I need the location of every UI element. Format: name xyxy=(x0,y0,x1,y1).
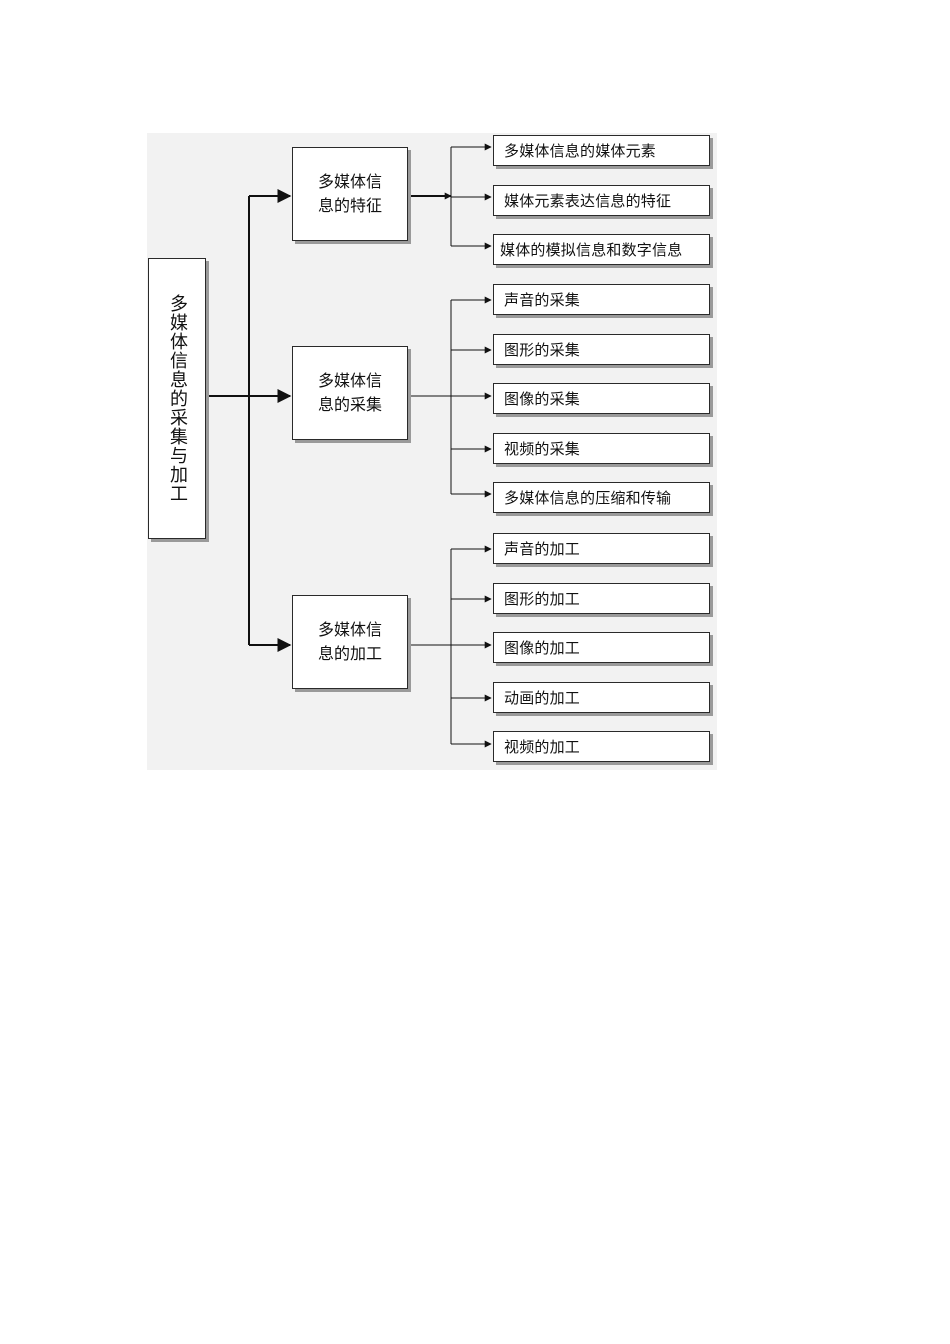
leaf-node: 动画的加工 xyxy=(493,682,710,713)
leaf-node: 图形的加工 xyxy=(493,583,710,614)
branch-node-processing: 多媒体信息的加工 xyxy=(292,595,408,689)
leaf-label: 多媒体信息的压缩和传输 xyxy=(504,489,672,507)
leaf-node: 媒体的模拟信息和数字信息 xyxy=(493,234,710,265)
leaf-label: 视频的加工 xyxy=(504,738,581,756)
leaf-node: 声音的采集 xyxy=(493,284,710,315)
leaf-node: 图形的采集 xyxy=(493,334,710,365)
leaf-label: 媒体的模拟信息和数字信息 xyxy=(500,241,683,259)
leaf-label: 声音的加工 xyxy=(504,540,581,558)
root-node: 多媒体信息的采集与加工 xyxy=(148,258,206,539)
leaf-node: 视频的加工 xyxy=(493,731,710,762)
leaf-label: 图像的加工 xyxy=(504,639,581,657)
branch-node-collection: 多媒体信息的采集 xyxy=(292,346,408,440)
leaf-node: 视频的采集 xyxy=(493,433,710,464)
leaf-node: 多媒体信息的媒体元素 xyxy=(493,135,710,166)
leaf-node: 多媒体信息的压缩和传输 xyxy=(493,482,710,513)
leaf-node: 媒体元素表达信息的特征 xyxy=(493,185,710,216)
leaf-label: 动画的加工 xyxy=(504,689,581,707)
leaf-node: 图像的加工 xyxy=(493,632,710,663)
branch-label: 多媒体信息的加工 xyxy=(317,620,382,663)
branch-node-features: 多媒体信息的特征 xyxy=(292,147,408,241)
leaf-node: 图像的采集 xyxy=(493,383,710,414)
branch-label: 多媒体信息的采集 xyxy=(317,371,382,414)
root-label: 多媒体信息的采集与加工 xyxy=(167,294,188,503)
leaf-label: 图像的采集 xyxy=(504,390,581,408)
leaf-label: 视频的采集 xyxy=(504,440,581,458)
leaf-node: 声音的加工 xyxy=(493,533,710,564)
leaf-label: 多媒体信息的媒体元素 xyxy=(504,142,657,160)
branch-label: 多媒体信息的特征 xyxy=(317,172,382,215)
leaf-label: 图形的采集 xyxy=(504,341,581,359)
leaf-label: 声音的采集 xyxy=(504,291,581,309)
leaf-label: 媒体元素表达信息的特征 xyxy=(504,192,672,210)
leaf-label: 图形的加工 xyxy=(504,590,581,608)
